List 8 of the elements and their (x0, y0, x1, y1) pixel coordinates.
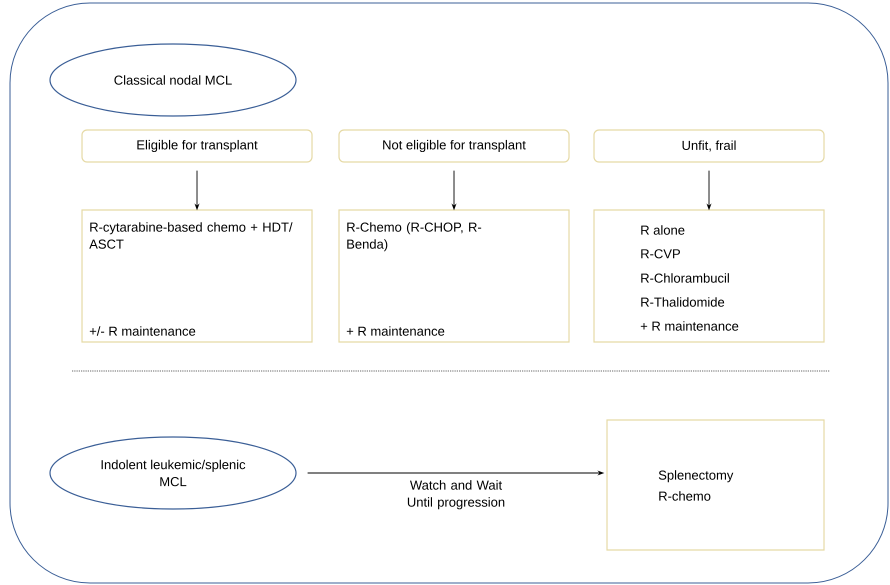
treatment-box: R-cytarabine-based chemo + HDT/ ASCT +/- R maintenance (81, 209, 313, 343)
treatment-box: R-Chemo (R-CHOP, R-Benda) + R maintenance (338, 209, 570, 343)
treatment-box: R alone R-CVP R-Chlorambucil R-Thalidomide + R maintenance (593, 209, 825, 343)
category-box: Eligible for transplant (81, 129, 313, 163)
edge-label: Watch and Wait Until progression (408, 480, 504, 510)
category-box: Not eligible for transplant (338, 129, 570, 163)
category-box: Unfit, frail (593, 129, 825, 163)
treatment-box: Splenectomy R-chemo (606, 419, 825, 551)
